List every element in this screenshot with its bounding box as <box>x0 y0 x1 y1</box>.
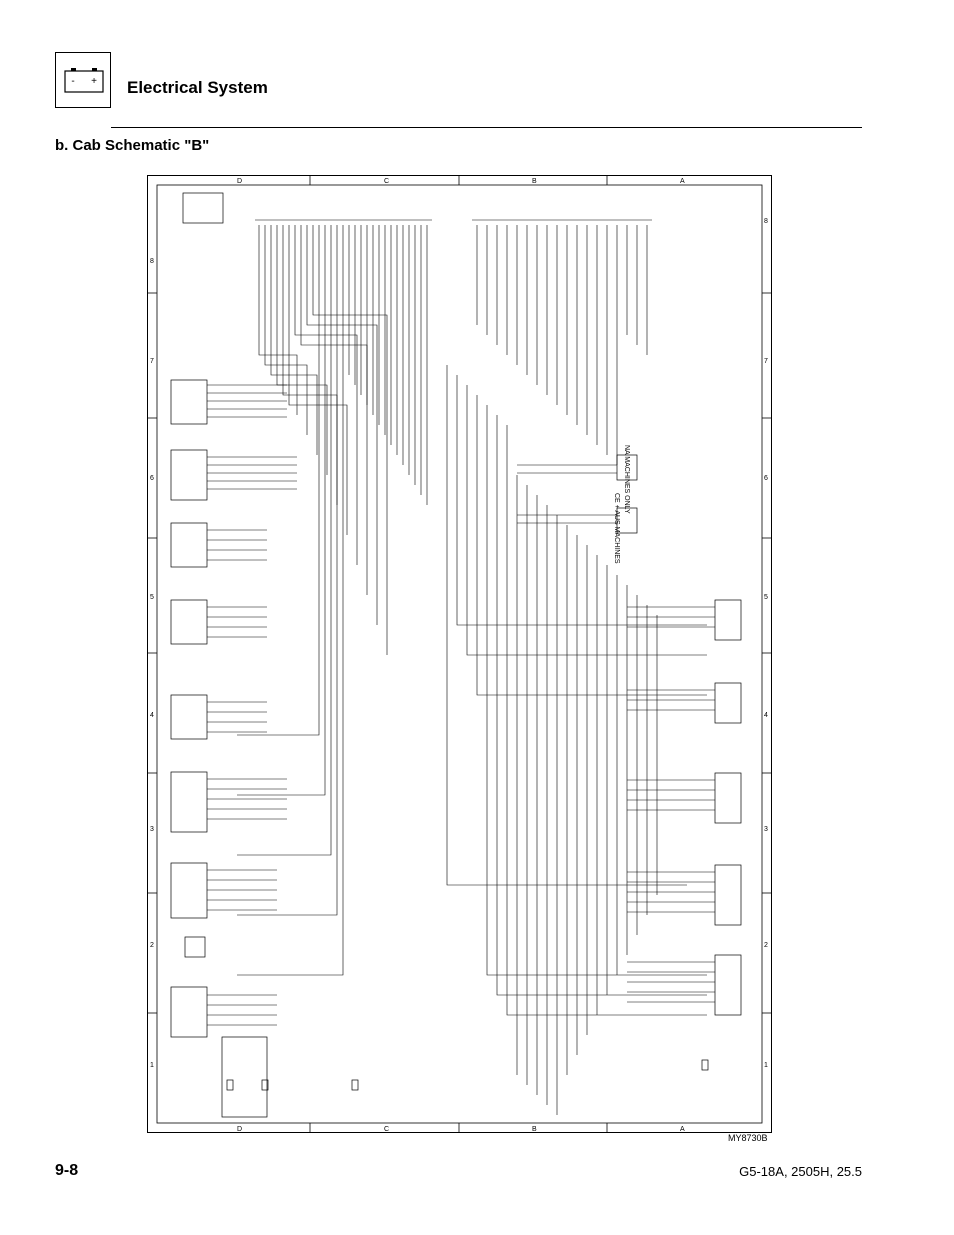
model-numbers: G5-18A, 2505H, 25.5 <box>739 1164 862 1179</box>
ground-studs <box>226 1059 709 1091</box>
zone-number-left-5: 5 <box>150 594 154 601</box>
right-connector-blocks <box>616 454 742 1016</box>
zone-number-right-3: 3 <box>764 826 768 833</box>
zone-number-right-6: 6 <box>764 475 768 482</box>
zone-number-right-4: 4 <box>764 712 768 719</box>
zone-letter-bottom-a: A <box>680 1126 685 1133</box>
zone-number-right-5: 5 <box>764 594 768 601</box>
zone-number-left-1: 1 <box>150 1062 154 1069</box>
ce-aus-machines-note: CE + AUS MACHINES <box>613 493 620 564</box>
zone-letter-bottom-c: C <box>384 1126 389 1133</box>
zone-letter-top-b: B <box>532 178 537 185</box>
battery-minus-sign: - <box>71 76 74 87</box>
battery-icon: - + <box>64 68 104 93</box>
zone-number-right-7: 7 <box>764 358 768 365</box>
zone-number-right-8: 8 <box>764 218 768 225</box>
connector-leads <box>207 384 297 1026</box>
page-number: 9-8 <box>55 1162 79 1179</box>
zone-number-left-8: 8 <box>150 258 154 265</box>
zone-letter-top-d: D <box>237 178 242 185</box>
header-divider <box>111 127 862 128</box>
subsection-title: b. Cab Schematic "B" <box>55 137 210 154</box>
zone-number-right-2: 2 <box>764 942 768 949</box>
zone-letter-bottom-d: D <box>237 1126 242 1133</box>
right-connector-leads <box>517 464 715 1003</box>
cab-schematic-diagram: D C B A D C B A 1 2 3 4 5 6 7 8 1 2 3 4 … <box>147 175 772 1133</box>
section-title: Electrical System <box>127 78 268 97</box>
zone-number-left-3: 3 <box>150 826 154 833</box>
battery-plus-sign: + <box>91 76 97 87</box>
zone-number-left-4: 4 <box>150 712 154 719</box>
zone-number-left-6: 6 <box>150 475 154 482</box>
harness-wires <box>237 225 707 1115</box>
zone-letter-top-a: A <box>680 178 685 185</box>
zone-number-left-2: 2 <box>150 942 154 949</box>
left-connector-blocks <box>170 192 268 1118</box>
na-machines-only-note: NA MACHINES ONLY <box>623 445 630 514</box>
zone-number-left-7: 7 <box>150 358 154 365</box>
section-icon-box: - + <box>55 52 111 108</box>
figure-id: MY8730B <box>728 1133 768 1143</box>
zone-number-right-1: 1 <box>764 1062 768 1069</box>
zone-letter-top-c: C <box>384 178 389 185</box>
zone-letter-bottom-b: B <box>532 1126 537 1133</box>
